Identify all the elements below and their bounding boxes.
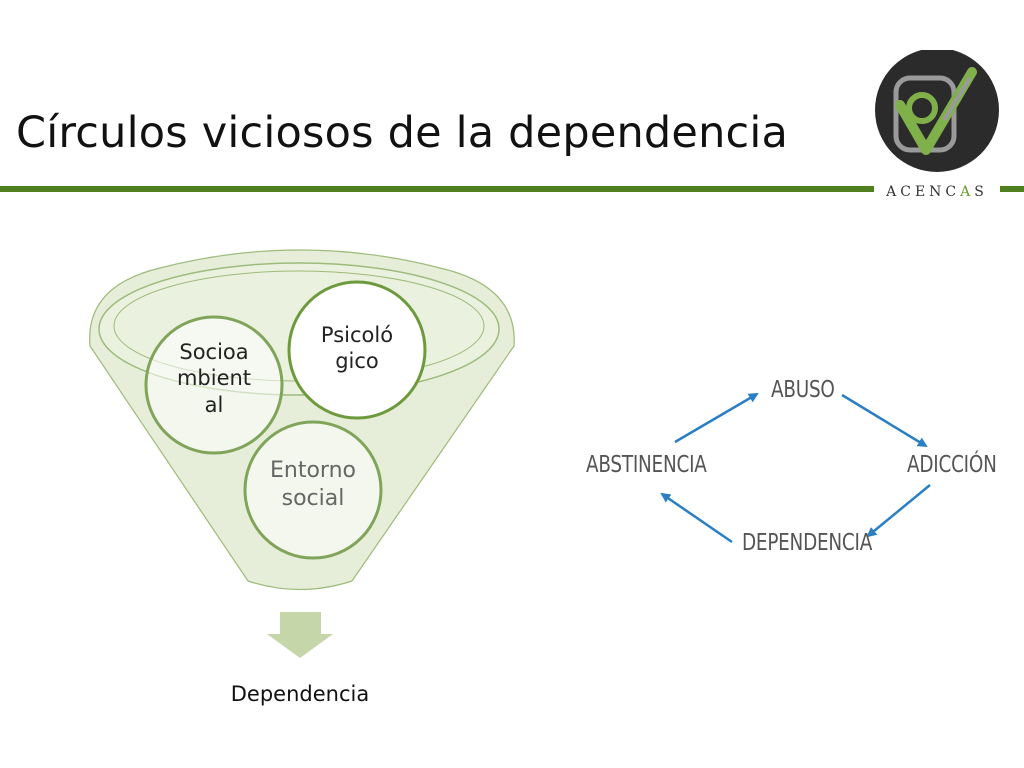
cycle-node-abstinencia: ABSTINENCIA <box>586 452 707 478</box>
logo-wordmark: ACENCAS <box>886 184 988 200</box>
arrow-abstinencia-to-abuso <box>674 392 759 444</box>
cycle-arrows <box>660 392 931 544</box>
circle-entorno-social <box>243 420 383 560</box>
cycle-node-abuso: ABUSO <box>771 377 835 403</box>
circle-label-psicologico: Psicoló gico <box>320 323 394 374</box>
title-divider-right <box>1000 186 1024 192</box>
cycle-node-adiccion: ADICCIÓN <box>907 452 997 478</box>
slide-title: Círculos viciosos de la dependencia <box>16 108 789 158</box>
logo-emblem-icon <box>875 48 999 172</box>
circle-psicologico <box>287 280 427 420</box>
circle-socioambiental <box>144 315 284 455</box>
cycle-node-dependencia: DEPENDENCIA <box>742 530 873 556</box>
title-divider <box>0 186 874 192</box>
circle-label-entorno-social: Entorno social <box>270 458 356 511</box>
arrow-adiccion-to-dependencia <box>866 484 931 538</box>
acencas-logo: ACENCAS <box>874 48 1000 205</box>
circle-label-socioambiental: Socioa mbient al <box>176 340 252 417</box>
down-arrow-icon <box>267 612 333 658</box>
arrow-dependencia-to-abstinencia <box>660 492 733 544</box>
funnel-output-label: Dependencia <box>230 682 370 706</box>
arrow-abuso-to-adiccion <box>841 393 928 448</box>
funnel-diagram <box>89 249 515 658</box>
